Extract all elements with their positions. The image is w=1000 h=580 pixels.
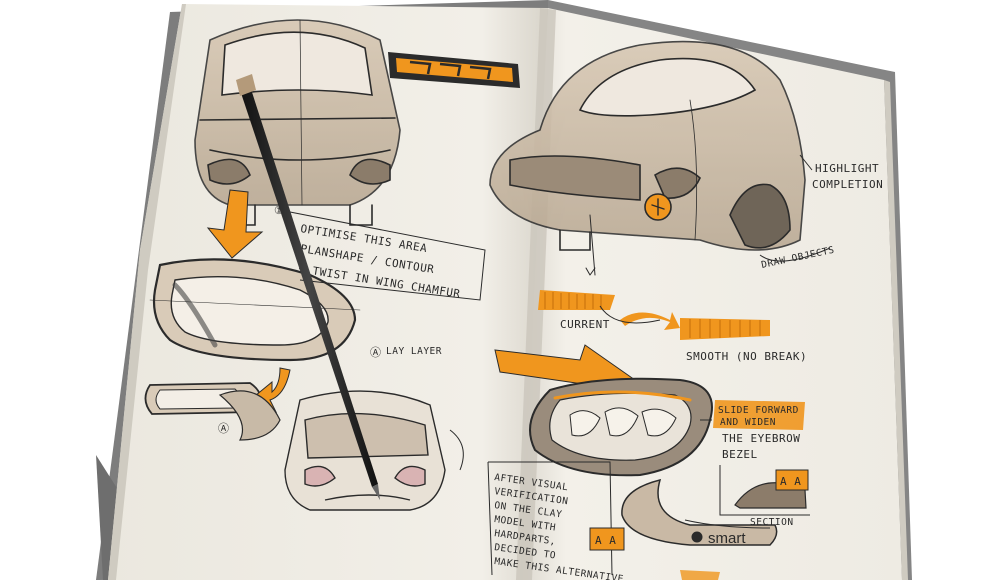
current-label: CURRENT (560, 318, 610, 331)
orange-arrow-down-icon (206, 189, 264, 259)
highlight-note-line: COMPLETION (812, 178, 883, 191)
bezel-note-line: BEZEL (722, 448, 758, 461)
circle-label-1: ① (274, 204, 284, 217)
bezel-note-line: AND WIDEN (720, 417, 776, 428)
smart-panel-sketch: smart (621, 478, 778, 547)
tag-aa-lower: A A (589, 527, 625, 551)
smooth-label: SMOOTH (NO BREAK) (686, 350, 807, 363)
corner-hatch (680, 570, 720, 580)
label-a-note: LAY LAYER (386, 346, 442, 357)
section-detail: A A SECTION (719, 465, 810, 528)
bezel-note: SLIDE FORWARD AND WIDEN THE EYEBROW BEZE… (700, 400, 805, 461)
annotation-frame (289, 211, 493, 576)
bezel-note-line: THE EYEBROW (722, 432, 800, 445)
bumper-part-sketch (218, 390, 281, 441)
smart-brand-mark: smart (708, 530, 746, 547)
rear-car-sketch (194, 19, 401, 226)
headlight-sketch (529, 377, 713, 477)
highlight-note-line: HIGHLIGHT (815, 162, 879, 175)
tag-aa-upper-label: A A (780, 475, 801, 488)
circle-label-a2: Ⓐ (218, 422, 230, 435)
bezel-note-line: SLIDE FORWARD (718, 405, 799, 416)
leader-lines (759, 154, 831, 262)
pen (236, 74, 380, 500)
tag-aa-lower-label: A A (595, 534, 616, 547)
lamp-shape-sketch (149, 258, 361, 362)
circle-label-a: Ⓐ (370, 346, 382, 359)
section-label: SECTION (750, 517, 794, 528)
logo-badge-sketch (388, 52, 520, 88)
section-strips: CURRENT SMOOTH (NO BREAK) (538, 290, 807, 363)
front-car-sketch (489, 40, 806, 276)
